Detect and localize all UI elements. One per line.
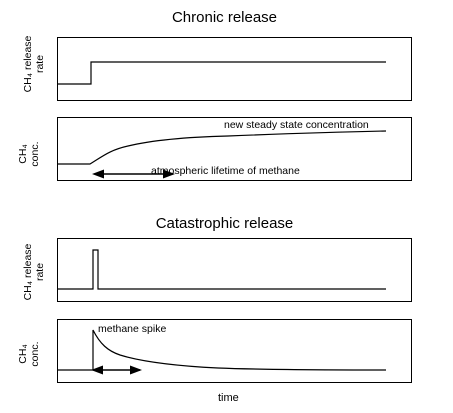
catastrophic-release-rate-panel (57, 238, 412, 302)
chronic-conc-panel: new steady state concentration atmospher… (57, 117, 412, 181)
lifetime-arrow-right-head (163, 169, 175, 179)
spike-arrow-right-head (130, 365, 142, 375)
catastrophic-release-rate-plot (58, 249, 386, 290)
x-axis-label: time (218, 392, 239, 404)
chronic-release-rate-panel (57, 37, 412, 101)
new-steady-state-annotation: new steady state concentration (224, 119, 369, 131)
catastrophic-conc-curve (58, 329, 387, 371)
catastrophic-conc-plot (58, 329, 387, 375)
lifetime-arrow-left-head (92, 169, 104, 179)
spike-arrow-left-head (91, 365, 103, 375)
chronic-conc-plot (58, 130, 387, 179)
catastrophic-release-title: Catastrophic release (155, 215, 294, 232)
chronic-release-title: Chronic release (171, 9, 278, 26)
chronic-conc-curve (58, 130, 387, 165)
methane-spike-annotation: methane spike (98, 323, 167, 335)
catastrophic-release-rate-curve (58, 249, 386, 290)
chronic-release-rate-curve (58, 61, 386, 85)
atmospheric-lifetime-annotation: atmospheric lifetime of methane (151, 165, 300, 177)
chronic-release-rate-plot (58, 61, 386, 85)
catastrophic-conc-panel: methane spike (57, 319, 412, 383)
